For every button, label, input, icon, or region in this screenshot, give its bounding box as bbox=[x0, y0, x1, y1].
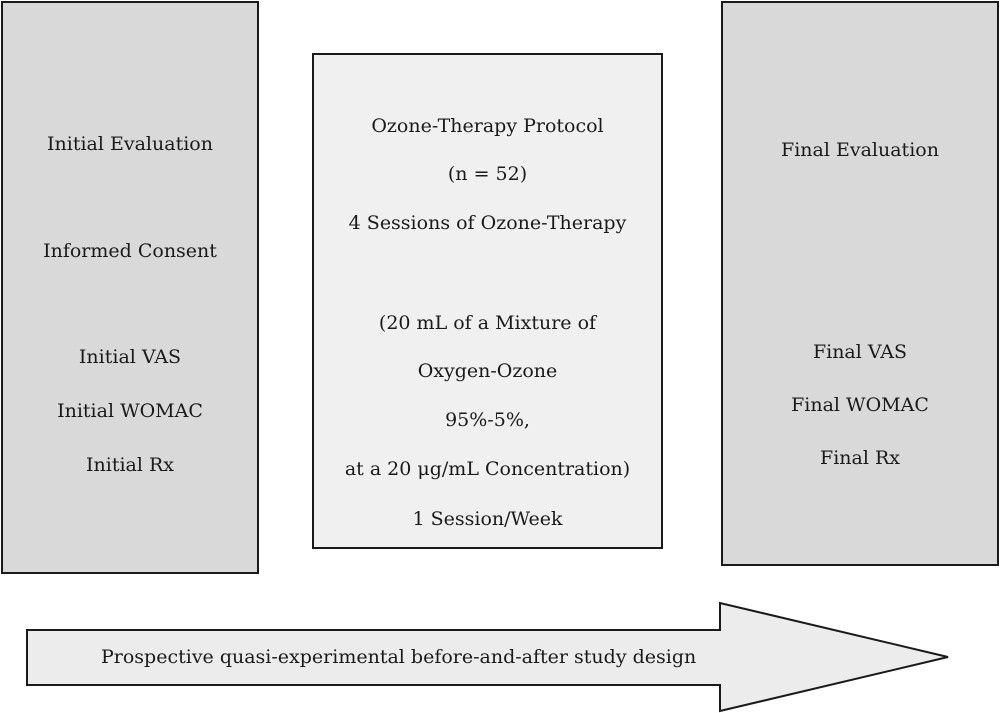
arrow-shape bbox=[26, 601, 949, 713]
informed-consent-label: Informed Consent bbox=[43, 240, 217, 262]
mixture-line-3: 95%-5%, bbox=[445, 409, 530, 431]
mixture-line-1: (20 mL of a Mixture of bbox=[378, 312, 597, 334]
sessions-label: 4 Sessions of Ozone-Therapy bbox=[348, 212, 627, 234]
final-womac-label: Final WOMAC bbox=[791, 394, 929, 416]
final-rx-label: Final Rx bbox=[820, 447, 900, 469]
protocol-title: Ozone-Therapy Protocol bbox=[371, 115, 604, 137]
session-frequency-label: 1 Session/Week bbox=[412, 508, 563, 530]
initial-evaluation-title: Initial Evaluation bbox=[47, 133, 213, 155]
initial-rx-label: Initial Rx bbox=[86, 454, 174, 476]
sample-size-label: (n = 52) bbox=[447, 163, 528, 185]
final-evaluation-box: Final Evaluation Final VAS Final WOMAC F… bbox=[721, 1, 999, 566]
initial-vas-label: Initial VAS bbox=[78, 346, 182, 368]
mixture-line-4: at a 20 μg/mL Concentration) bbox=[344, 458, 631, 480]
final-vas-label: Final VAS bbox=[812, 341, 908, 363]
initial-evaluation-box: Initial Evaluation Informed Consent Init… bbox=[1, 1, 259, 574]
initial-womac-label: Initial WOMAC bbox=[57, 400, 203, 422]
final-evaluation-title: Final Evaluation bbox=[781, 139, 939, 161]
study-design-label: Prospective quasi-experimental before-an… bbox=[101, 646, 697, 668]
ozone-therapy-protocol-box: Ozone-Therapy Protocol (n = 52) 4 Sessio… bbox=[312, 53, 663, 549]
mixture-line-2: Oxygen-Ozone bbox=[417, 360, 558, 382]
